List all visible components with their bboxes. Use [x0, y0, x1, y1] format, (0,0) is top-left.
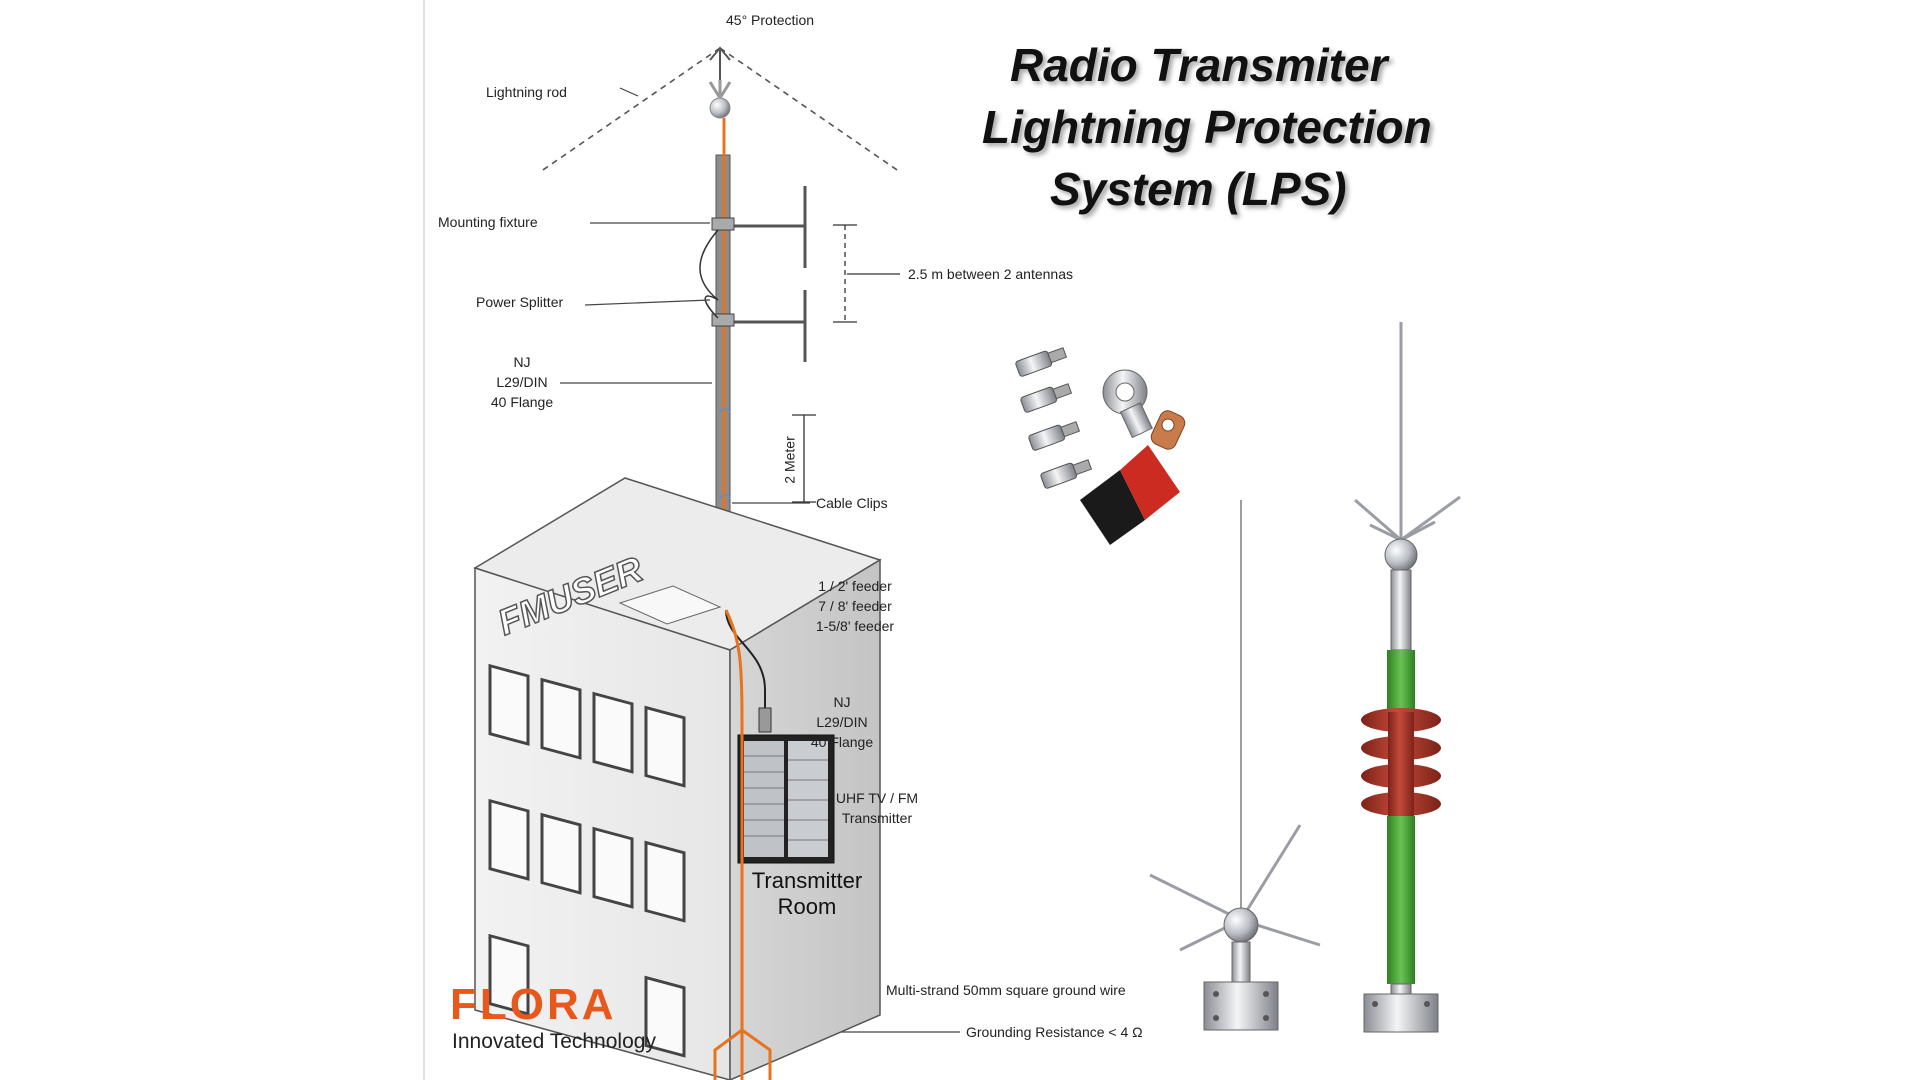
splitter-cable — [699, 229, 719, 301]
copper-lug — [1150, 410, 1186, 450]
connector-top-line-1: NJ — [513, 354, 531, 370]
transmitter-line-2: Transmitter — [841, 810, 913, 826]
feeder-line-1: 1 / 2' feeder — [818, 578, 892, 594]
label-connector-bottom: NJ L29/DIN 40 Flange — [802, 692, 882, 752]
mounting-clamp-upper — [711, 217, 735, 231]
title-line-2: Lightning Protection — [982, 101, 1432, 153]
label-cable-clips: Cable Clips — [816, 495, 888, 511]
antenna-spacing-dimension — [833, 224, 900, 323]
bolt-kit — [1015, 347, 1093, 489]
heat-shrink-sleeves — [1080, 445, 1180, 545]
title-line-3: System (LPS) — [1050, 163, 1347, 215]
brand-logo: FLORA — [450, 980, 617, 1029]
label-protection: 45° Protection — [726, 12, 815, 28]
label-transmitter: UHF TV / FM Transmitter — [822, 788, 932, 828]
connector-bottom-line-2: L29/DIN — [816, 714, 868, 730]
label-power-splitter: Power Splitter — [476, 294, 564, 310]
room-line-1: Transmitter — [751, 868, 863, 893]
antenna-dipole-lower — [730, 290, 807, 362]
label-lightning-rod: Lightning rod — [486, 84, 567, 100]
diagram-drawing — [423, 0, 1461, 1080]
leader-lightning-rod — [619, 87, 639, 97]
protection-cone — [539, 47, 901, 173]
connector-bottom-line-3: 40 Flange — [810, 734, 874, 750]
transmitter-line-1: UHF TV / FM — [835, 790, 919, 806]
label-antenna-spacing: 2.5 m between 2 antennas — [908, 266, 1074, 282]
label-mounting-fixture: Mounting fixture — [438, 214, 538, 230]
lightning-rod-graphic — [708, 80, 732, 119]
connector-top-line-3: 40 Flange — [490, 394, 554, 410]
building-windows — [488, 663, 686, 1058]
brand-tagline: Innovated Technology — [452, 1030, 656, 1053]
label-grounding-resistance: Grounding Resistance < 4 Ω — [966, 1024, 1143, 1040]
connector-bottom — [758, 707, 772, 733]
lightning-rod-a — [1149, 500, 1321, 1031]
transmitter-rack — [737, 734, 835, 864]
label-connector-top: NJ L29/DIN 40 Flange — [482, 352, 562, 412]
label-feeders: 1 / 2' feeder 7 / 8' feeder 1-5/8' feede… — [800, 576, 910, 636]
label-room: Transmitter Room — [742, 868, 872, 920]
connector-top-line-2: L29/DIN — [496, 374, 548, 390]
clip-spacing-dimension — [792, 414, 816, 503]
ring-terminal — [1102, 369, 1153, 439]
diagram-panel: Radio Transmiter Lightning Protection Sy… — [420, 0, 1500, 1080]
leader-power-splitter — [584, 299, 711, 306]
ground-electrodes — [713, 1028, 772, 1080]
antenna-dipole-upper — [730, 186, 807, 268]
connector-bottom-line-1: NJ — [833, 694, 851, 710]
room-line-2: Room — [777, 894, 837, 919]
lightning-rod-b — [1354, 322, 1461, 1033]
ground-wire — [724, 609, 744, 1030]
label-clip-spacing: 2 Meter — [781, 436, 798, 484]
feeder-cable — [725, 609, 766, 722]
feeder-line-3: 1-5/8' feeder — [815, 618, 895, 634]
cable-clip-marks — [719, 408, 731, 499]
feeder-line-2: 7 / 8' feeder — [818, 598, 892, 614]
label-ground-wire: Multi-strand 50mm square ground wire — [886, 982, 1126, 998]
title-line-1: Radio Transmiter — [1010, 39, 1388, 91]
